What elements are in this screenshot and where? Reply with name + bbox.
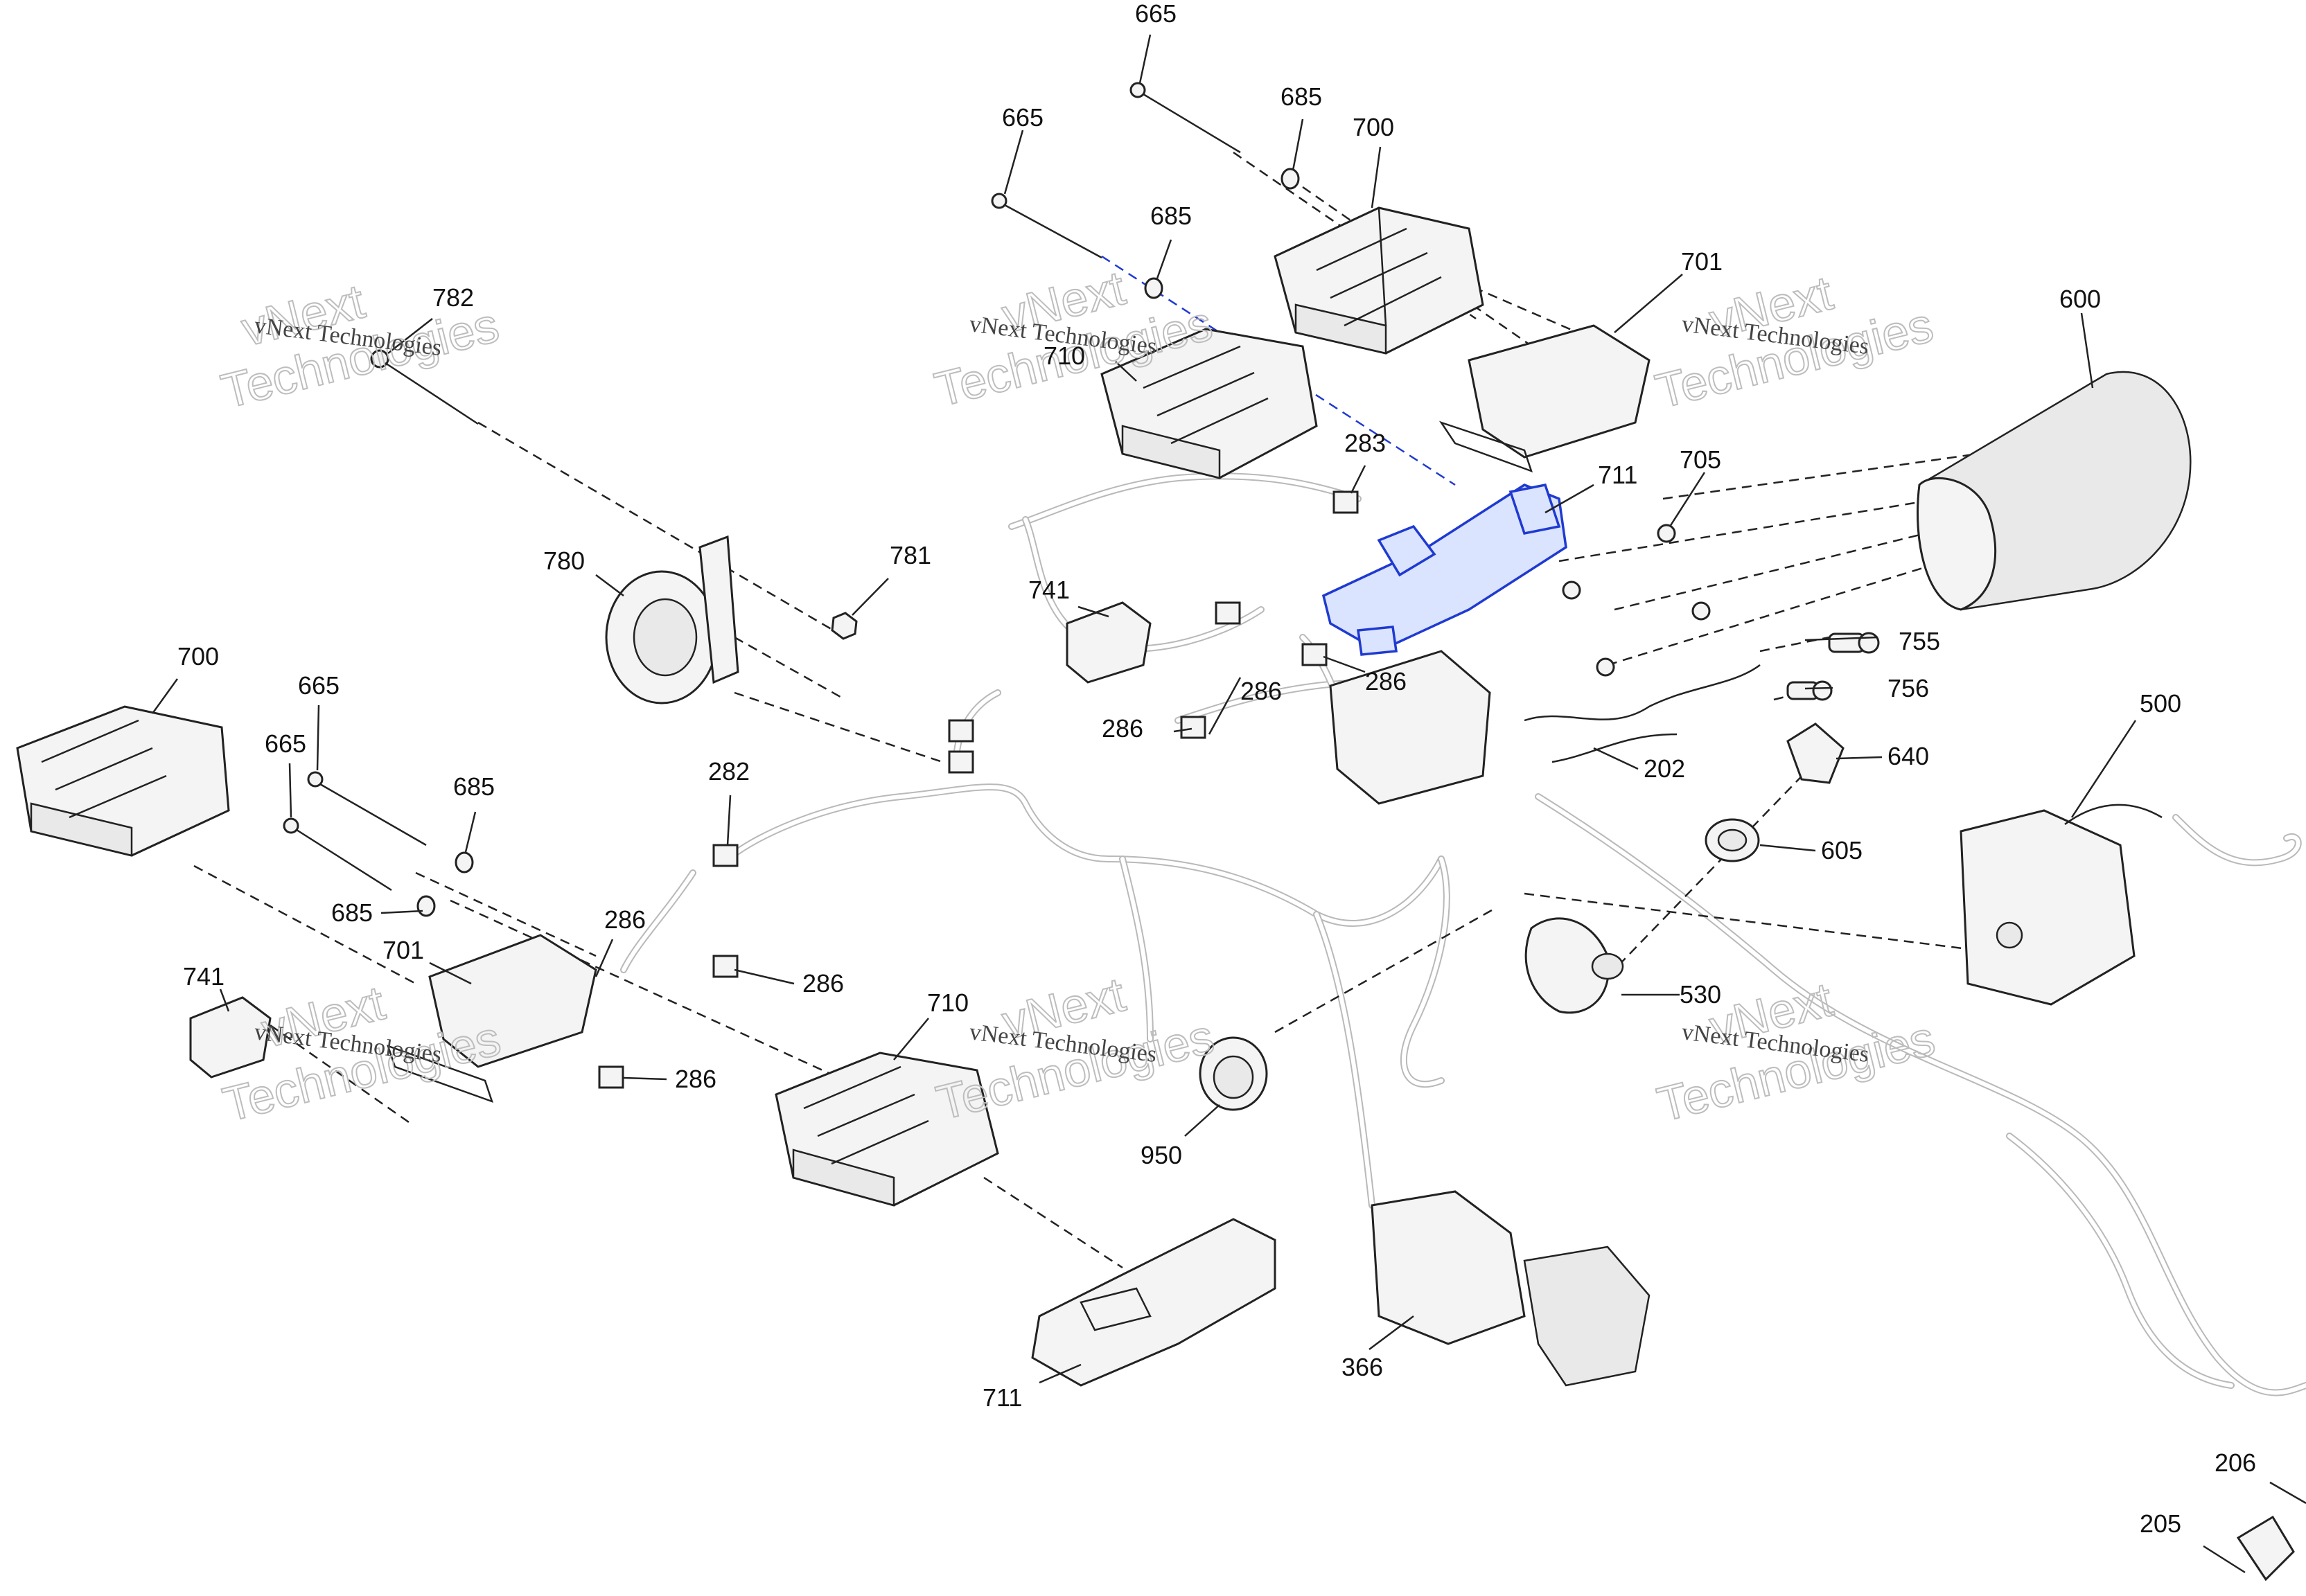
callout-700: 700: [1353, 113, 1394, 141]
module-700-top: [1274, 206, 1484, 355]
callout-741: 741: [1028, 576, 1070, 604]
callout-202: 202: [1644, 754, 1685, 783]
ring-605: [1705, 818, 1760, 862]
callout-206: 206: [2215, 1448, 2256, 1477]
socket-640: [1786, 722, 1845, 784]
leader-lines: [151, 34, 2306, 1574]
callout-286: 286: [604, 905, 646, 934]
cover-600: [1917, 371, 2192, 611]
relay-741-left: [189, 996, 272, 1079]
callout-286: 286: [802, 969, 844, 998]
callout-710: 710: [927, 988, 969, 1017]
bolt-665-top: [1129, 82, 1241, 154]
callout-600: 600: [2059, 285, 2101, 313]
callout-780: 780: [543, 547, 585, 575]
callout-711: 711: [1598, 461, 1637, 489]
callout-685: 685: [1280, 82, 1322, 111]
callout-286: 286: [1102, 714, 1143, 743]
callout-286: 286: [1365, 667, 1407, 695]
bolt-782: [370, 349, 479, 425]
callout-640: 640: [1887, 742, 1929, 770]
callout-741: 741: [183, 962, 225, 991]
connector-202-cluster: [1329, 650, 1761, 805]
callout-710: 710: [1044, 342, 1085, 370]
callout-950: 950: [1141, 1141, 1182, 1169]
callout-755: 755: [1899, 627, 1940, 655]
callout-700: 700: [177, 642, 219, 671]
fastener-705-group: [1562, 524, 1711, 677]
callout-665: 665: [298, 671, 340, 700]
callouts: 665 665 685 685 700 701 600 782 710 283 …: [177, 0, 2256, 1538]
bulb-755: [1828, 632, 1880, 654]
bracket-711-highlighted: [1321, 483, 1567, 656]
callout-286: 286: [675, 1065, 716, 1093]
callout-781: 781: [890, 541, 931, 569]
callout-756: 756: [1887, 674, 1929, 702]
bracket-701-top: [1438, 324, 1651, 473]
connector-286-group: [598, 490, 1359, 1089]
callout-782: 782: [432, 283, 474, 312]
switch-500: [1960, 804, 2163, 1006]
callout-665: 665: [265, 729, 306, 758]
relay-741-top: [1066, 601, 1152, 684]
callout-286: 286: [1240, 677, 1282, 705]
callout-665: 665: [1002, 103, 1044, 132]
callout-711: 711: [983, 1383, 1022, 1412]
callout-705: 705: [1680, 445, 1721, 474]
callout-500: 500: [2140, 689, 2181, 718]
sensor-530: [1524, 917, 1624, 1014]
bolt-665-mid: [991, 193, 1102, 259]
nut-781: [831, 612, 858, 640]
connector-205-206: [2236, 1515, 2295, 1581]
bolt-665-left-a: [307, 771, 427, 846]
callout-685: 685: [331, 898, 373, 927]
callout-530: 530: [1680, 980, 1721, 1009]
callout-701: 701: [382, 936, 424, 964]
callout-701: 701: [1681, 247, 1723, 276]
module-710-top: [1100, 328, 1318, 479]
callout-282: 282: [708, 757, 750, 786]
horn-780: [605, 535, 739, 704]
callout-685: 685: [453, 772, 495, 801]
callout-366: 366: [1341, 1353, 1383, 1381]
callout-605: 605: [1821, 836, 1863, 864]
callout-205: 205: [2140, 1509, 2181, 1538]
socket-950: [1199, 1036, 1268, 1111]
callout-665: 665: [1135, 0, 1177, 28]
bracket-711-bottom: [1031, 1218, 1276, 1387]
module-700-left: [16, 705, 230, 857]
connector-366: [1371, 1190, 1651, 1387]
module-710-bottom: [775, 1052, 999, 1207]
bracket-701-left: [387, 934, 597, 1103]
callout-685: 685: [1150, 202, 1192, 230]
callout-283: 283: [1344, 429, 1386, 457]
bulb-756: [1786, 680, 1833, 701]
bolt-665-left-b: [283, 817, 392, 892]
